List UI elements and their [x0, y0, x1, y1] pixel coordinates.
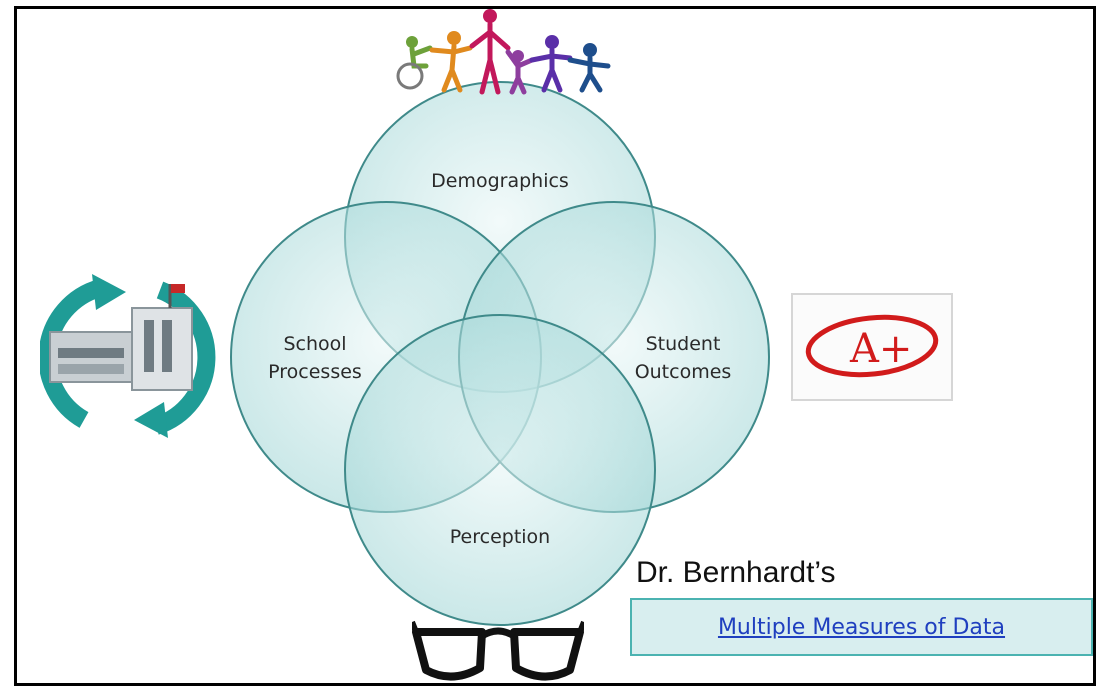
a-plus-grade-icon: A+: [791, 293, 953, 401]
multiple-measures-link[interactable]: Multiple Measures of Data: [717, 614, 1006, 640]
people-holding-hands-icon: [396, 9, 611, 95]
link-box[interactable]: Multiple Measures of Data: [630, 598, 1093, 656]
label-demographics: Demographics: [431, 170, 569, 192]
circle-perception: [344, 314, 656, 626]
attribution-text: Dr. Bernhardt’s: [636, 556, 836, 589]
grade-text: A+: [849, 326, 912, 372]
label-school-processes: School Processes: [268, 333, 362, 383]
eyeglasses-icon: [412, 620, 584, 681]
label-student-outcomes: Student Outcomes: [634, 333, 732, 383]
school-cycle-icon: [40, 274, 216, 438]
slide-border: [14, 6, 1096, 686]
label-perception: Perception: [449, 526, 551, 548]
